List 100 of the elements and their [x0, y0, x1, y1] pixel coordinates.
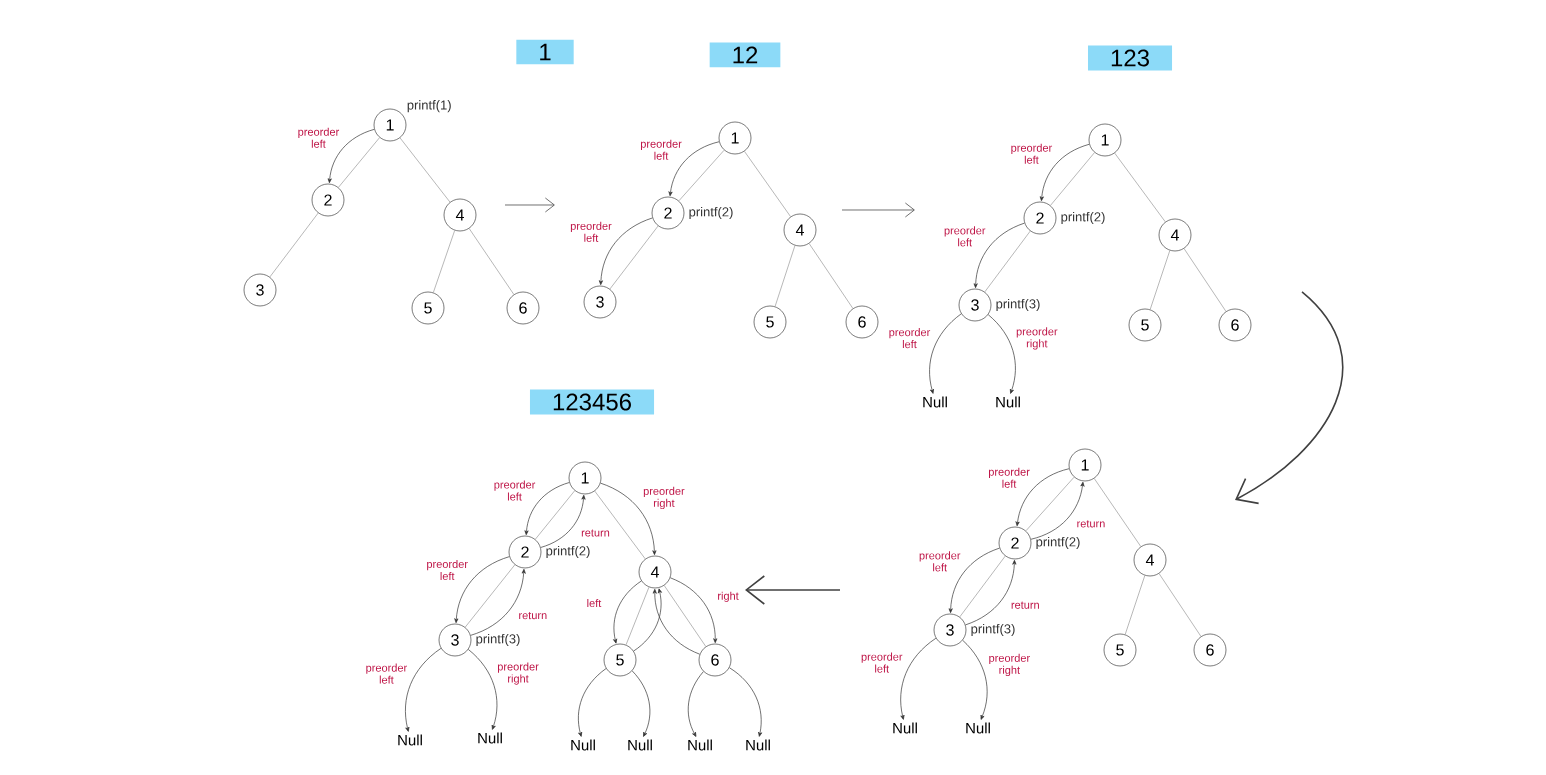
- tree-node: 3: [933, 613, 967, 647]
- tree-node: 4: [638, 555, 672, 589]
- null-label: Null: [923, 396, 947, 408]
- null-label: Null: [478, 732, 502, 744]
- edge-label: preorder left: [944, 226, 986, 247]
- edge-label: preorder left: [640, 139, 682, 160]
- null-label: Null: [746, 739, 770, 751]
- edge-label: preorder left: [366, 663, 407, 684]
- edge-label: preorder right: [1016, 327, 1058, 350]
- tree-node: 2: [651, 196, 685, 230]
- arrow: [470, 568, 526, 636]
- arrow: [670, 577, 718, 644]
- tree-node: 3: [438, 623, 472, 657]
- tree-node: 3: [958, 288, 992, 322]
- arrow: [652, 588, 700, 655]
- tree-node: 3: [583, 285, 617, 319]
- code-annotation: printf(1): [407, 100, 451, 113]
- tree-branch: [625, 586, 650, 646]
- edge-label: return: [519, 612, 547, 620]
- arrow: [1030, 481, 1085, 540]
- arrow: [965, 559, 1017, 626]
- tree-node: 2: [508, 535, 542, 569]
- null-label: Null: [571, 739, 595, 751]
- arrow: [454, 556, 510, 624]
- arrow: [468, 649, 498, 730]
- edge-label: return: [1077, 520, 1105, 528]
- arrow: [598, 217, 653, 286]
- tree-node: 6: [1218, 308, 1252, 342]
- null-label: Null: [398, 734, 422, 746]
- arrow: [973, 222, 1025, 289]
- tree-branch: [609, 225, 659, 290]
- tree-node: 1: [1088, 123, 1122, 157]
- tree-node: 1: [718, 121, 752, 155]
- tree-branch: [1093, 478, 1142, 547]
- tree-branch: [959, 555, 1006, 618]
- null-label: Null: [688, 739, 712, 751]
- tree-node: 1: [1068, 448, 1102, 482]
- arrow: [327, 129, 375, 184]
- step-heading: 1: [516, 39, 574, 65]
- code-annotation: printf(2): [1036, 536, 1080, 550]
- code-annotation: printf(3): [971, 623, 1015, 637]
- tree-node: 4: [443, 198, 477, 232]
- arrow: [900, 637, 937, 720]
- tree-branch: [1149, 250, 1171, 310]
- arrow: [948, 547, 1000, 614]
- edge-label: preorder left: [427, 559, 468, 580]
- step-heading: 123: [1088, 45, 1173, 71]
- arrow: [668, 141, 720, 197]
- code-annotation: printf(3): [476, 633, 520, 647]
- edge-label: preorder left: [919, 551, 961, 572]
- arrow: [613, 580, 642, 644]
- edge-label: preorder right: [643, 486, 685, 510]
- tree-branch: [663, 585, 707, 647]
- code-annotation: printf(3): [996, 298, 1040, 312]
- tree-node: 6: [1193, 633, 1227, 667]
- tree-node: 2: [311, 183, 345, 217]
- tree-node: 4: [1133, 543, 1167, 577]
- tree-node: 4: [1158, 218, 1192, 252]
- tree-node: 6: [845, 305, 879, 339]
- code-annotation: printf(2): [1061, 211, 1105, 225]
- null-label: Null: [996, 396, 1020, 408]
- tree-node: 5: [411, 291, 445, 325]
- tree-branch: [269, 212, 319, 278]
- tree-node: 5: [1128, 308, 1162, 342]
- tree-branch: [1124, 575, 1146, 635]
- edge-label: preorder left: [1011, 143, 1053, 164]
- arrow: [600, 482, 657, 556]
- tree-node: 6: [506, 291, 540, 325]
- tree-branch: [774, 245, 796, 307]
- edge-label: preorder left: [989, 467, 1030, 488]
- tree-node: 5: [753, 305, 787, 339]
- edge-label: return: [1011, 601, 1039, 609]
- tree-node: 4: [783, 213, 817, 247]
- arrow: [540, 494, 586, 548]
- tree-branch: [535, 490, 576, 540]
- tree-branch: [399, 137, 451, 203]
- edge-label: right: [718, 591, 739, 602]
- tree-node: 1: [568, 461, 602, 495]
- arrow: [578, 668, 607, 737]
- tree-node: 5: [1103, 633, 1137, 667]
- tree-node: 6: [698, 643, 732, 677]
- edge-label: preorder left: [570, 221, 612, 242]
- edge-label: preorder left: [298, 127, 340, 148]
- tree-node: 5: [603, 643, 637, 677]
- tree-branch: [1158, 573, 1202, 637]
- tree-branch: [984, 230, 1031, 293]
- code-annotation: printf(2): [546, 545, 590, 559]
- tree-branch: [1025, 476, 1075, 532]
- step-heading: 12: [709, 42, 781, 68]
- arrow: [633, 588, 662, 652]
- tree-branch: [433, 230, 456, 293]
- edge-label: preorder left: [861, 652, 903, 673]
- tree-branch: [808, 243, 854, 309]
- arrow: [631, 670, 651, 737]
- edge-label: preorder left: [494, 480, 536, 501]
- edge-label: preorder right: [497, 662, 539, 685]
- arrow: [405, 648, 442, 732]
- tree-branch: [1114, 152, 1166, 223]
- arrow: [1039, 143, 1090, 202]
- tree-branch: [1183, 248, 1227, 312]
